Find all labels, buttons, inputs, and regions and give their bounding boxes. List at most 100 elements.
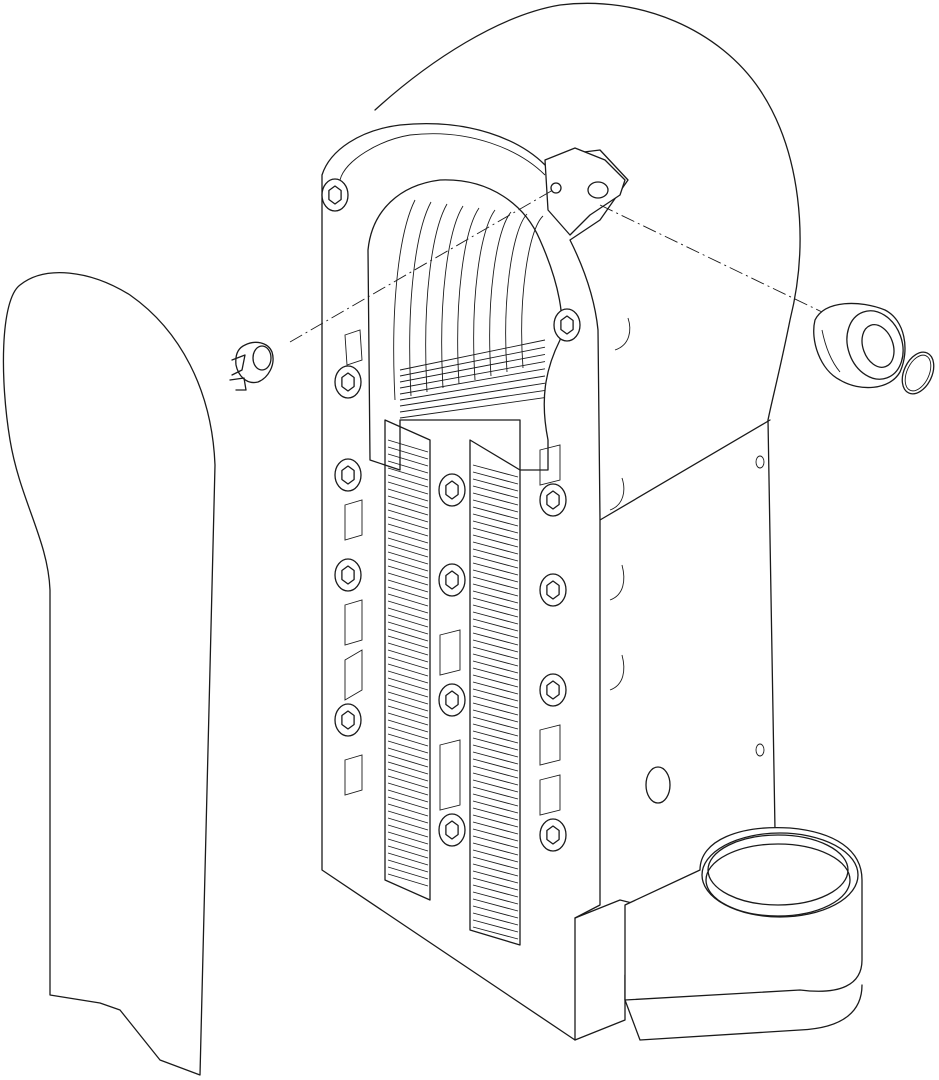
- fin-line: [387, 719, 429, 733]
- fin-line: [472, 744, 519, 758]
- bolt-icon: [321, 178, 349, 212]
- fin-line: [472, 926, 519, 940]
- fin-line: [472, 709, 519, 723]
- fin-line: [472, 730, 519, 744]
- fin-line: [472, 821, 519, 835]
- fin-line: [387, 502, 429, 516]
- fin-line: [472, 667, 519, 681]
- fin-line: [472, 478, 519, 492]
- fin-line: [387, 544, 429, 558]
- fin-line: [399, 375, 546, 401]
- fin-line: [387, 467, 429, 481]
- assembly-axis-left: [289, 189, 554, 343]
- clip-fitting: [229, 341, 274, 391]
- fin-line: [399, 353, 546, 383]
- fin-line: [472, 485, 519, 499]
- fin-line: [472, 912, 519, 926]
- fin-line: [472, 856, 519, 870]
- fin-line: [387, 705, 429, 719]
- fin-line: [387, 495, 429, 509]
- fin-line: [387, 768, 429, 782]
- fin-line: [387, 649, 429, 663]
- fin-line: [387, 866, 429, 880]
- fin-line: [387, 530, 429, 544]
- rear-housing: [374, 2, 801, 831]
- fin-line: [387, 817, 429, 831]
- fin-line: [399, 339, 546, 371]
- fin-line: [472, 765, 519, 779]
- fin-line: [472, 506, 519, 520]
- fin-line: [387, 509, 429, 523]
- fin-line: [472, 842, 519, 856]
- fin-line: [387, 628, 429, 642]
- fin-line: [472, 814, 519, 828]
- fin-line: [387, 824, 429, 838]
- fin-line: [387, 516, 429, 530]
- fin-line: [399, 346, 546, 377]
- fin-line: [472, 793, 519, 807]
- fin-curve: [521, 215, 544, 369]
- fin-line: [387, 831, 429, 845]
- bolt-icon: [438, 473, 466, 507]
- fin-line: [387, 740, 429, 754]
- fin-line: [387, 453, 429, 467]
- fin-line: [387, 726, 429, 740]
- fin-line: [472, 751, 519, 765]
- bolt-icon: [438, 683, 466, 717]
- fin-line: [472, 611, 519, 625]
- fin-line: [472, 548, 519, 562]
- base-foot: [624, 826, 863, 1041]
- fin-line: [387, 614, 429, 628]
- fin-line: [387, 586, 429, 600]
- fin-line: [472, 464, 519, 478]
- fin-line: [472, 604, 519, 618]
- fin-line: [387, 474, 429, 488]
- fin-line: [387, 579, 429, 593]
- fin-line: [387, 460, 429, 474]
- fin-line: [472, 583, 519, 597]
- gasket-panel: [2, 272, 216, 1076]
- fin-line: [472, 737, 519, 751]
- fin-line: [472, 660, 519, 674]
- fin-line: [399, 382, 546, 407]
- fin-line: [472, 625, 519, 639]
- fin-line: [472, 702, 519, 716]
- fin-line: [387, 775, 429, 789]
- grommet: [813, 302, 906, 389]
- fin-line: [387, 852, 429, 866]
- fin-line: [387, 873, 429, 887]
- fin-line: [472, 562, 519, 576]
- fin-line: [472, 569, 519, 583]
- fin-line: [472, 695, 519, 709]
- fin-line: [399, 361, 546, 389]
- fin-line: [472, 688, 519, 702]
- fin-line: [387, 488, 429, 502]
- fin-line: [387, 572, 429, 586]
- fin-line: [472, 520, 519, 534]
- o-ring: [901, 351, 935, 395]
- fin-line: [472, 723, 519, 737]
- fin-line: [472, 492, 519, 506]
- fin-line: [387, 859, 429, 873]
- fin-line: [387, 663, 429, 677]
- fin-line: [387, 635, 429, 649]
- bolt-icon: [539, 673, 567, 707]
- fin-line: [472, 513, 519, 527]
- bolt-icon: [334, 458, 362, 492]
- fin-line: [387, 677, 429, 691]
- bolt-icon: [539, 483, 567, 517]
- bolt-icon: [334, 703, 362, 737]
- fin-line: [472, 471, 519, 485]
- fin-line: [387, 642, 429, 656]
- fin-curve: [457, 207, 480, 385]
- bolt-icon: [539, 818, 567, 852]
- fin-line: [472, 758, 519, 772]
- fin-line: [472, 807, 519, 821]
- fin-line: [472, 541, 519, 555]
- fin-line: [387, 600, 429, 614]
- fin-line: [387, 670, 429, 684]
- fin-line: [387, 684, 429, 698]
- fin-line: [387, 803, 429, 817]
- fin-line: [387, 796, 429, 810]
